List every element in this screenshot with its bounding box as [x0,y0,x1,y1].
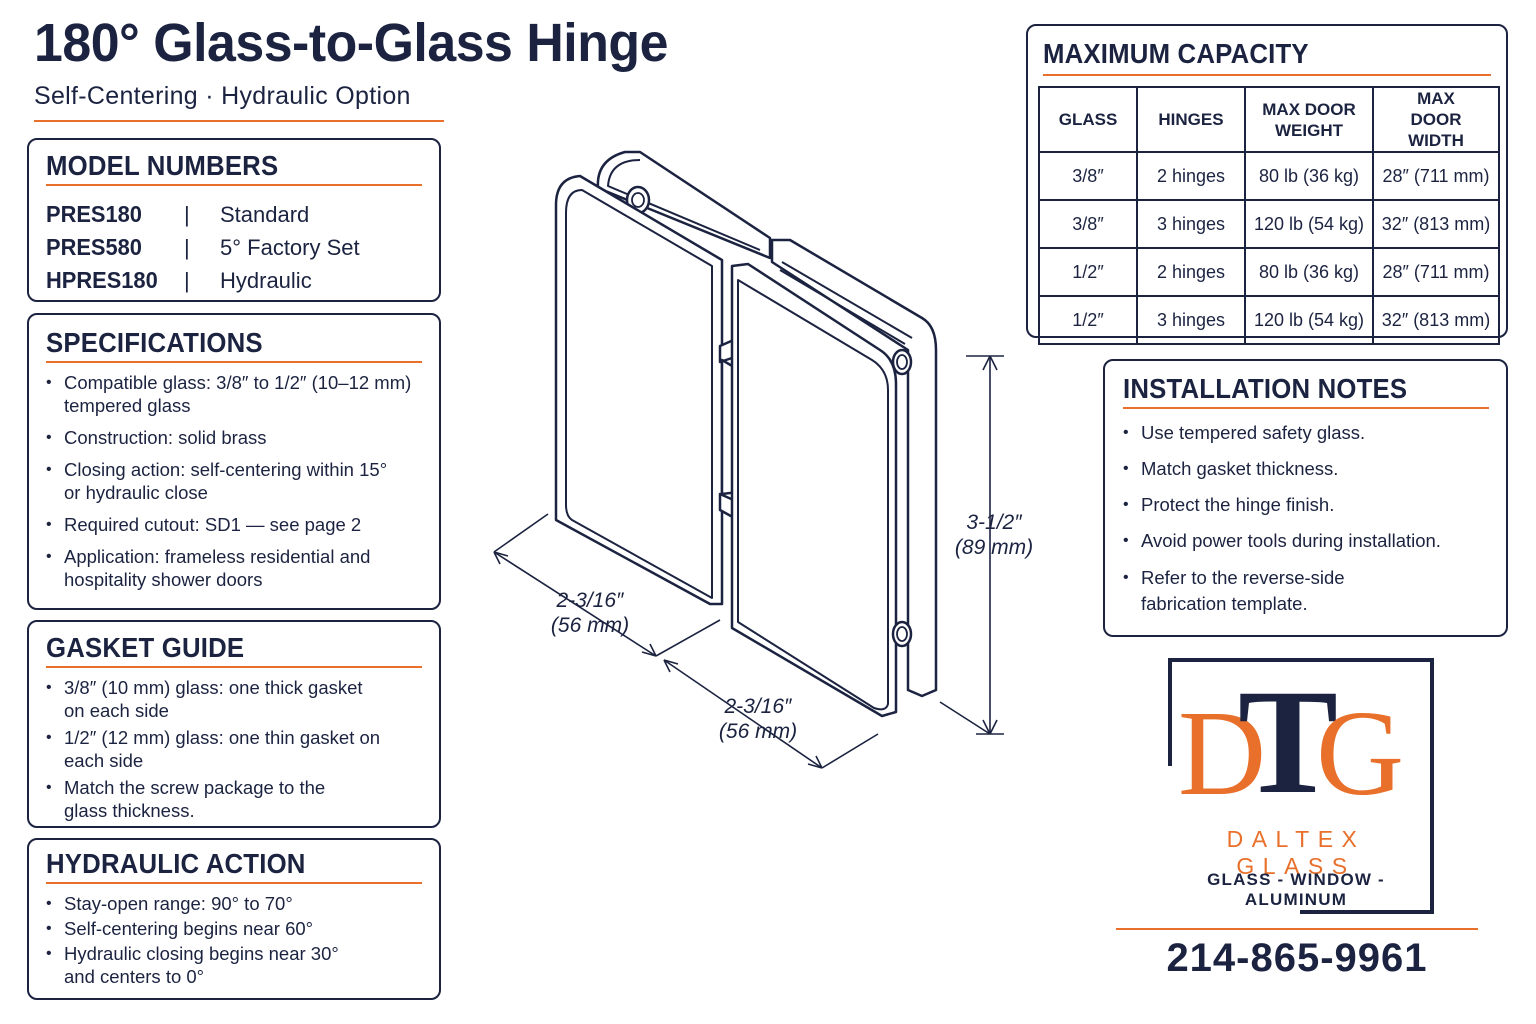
table-row: 3/8″ 2 hinges 80 lb (36 kg) 28″ (711 mm) [1038,151,1500,201]
table-cell: 32″ (813 mm) [1372,199,1500,249]
table-cell: 28″ (711 mm) [1372,151,1500,201]
gasket-item: 3/8″ (10 mm) glass: one thick gasket on … [46,676,384,722]
hydraulic-item: Self-centering begins near 60° [46,917,421,940]
model-row: PRES180 | Standard [46,198,421,231]
spec-item: Application: frameless residential and h… [46,545,394,591]
column-header-glass: GLASS [1038,86,1138,153]
table-cell: 28″ (711 mm) [1372,247,1500,297]
column-header-max-door-width: MAX DOOR WIDTH [1372,86,1500,153]
subtitle-divider [34,120,444,122]
model-description: Hydraulic [220,267,312,293]
installation-notes-heading: INSTALLATION NOTES [1123,373,1408,404]
logo-company-name: DALTEX GLASS [1226,826,1366,879]
capacity-header-row: GLASS HINGES MAX DOOR WEIGHT MAX DOOR WI… [1038,86,1500,153]
gasket-guide-list: 3/8″ (10 mm) glass: one thick gasket on … [46,676,421,822]
model-row: HPRES180 | Hydraulic [46,264,421,297]
model-code: PRES180 [46,201,142,227]
model-list: PRES180 | Standard PRES580 | 5° Factory … [46,198,421,297]
phone-number[interactable]: 214-865-9961 [1166,936,1428,980]
installation-item: Protect the hinge finish. [1123,493,1488,517]
gasket-item: Match the screw package to the glass thi… [46,776,354,822]
hydraulic-action-list: Stay-open range: 90° to 70° Self-centeri… [46,892,421,988]
column-header-max-door-weight: MAX DOOR WEIGHT [1244,86,1374,153]
model-separator: | [184,267,190,293]
hydraulic-item: Stay-open range: 90° to 70° [46,892,421,915]
model-code: PRES580 [46,234,142,260]
hydraulic-action-divider [46,882,422,884]
gasket-guide-panel: GASKET GUIDE 3/8″ (10 mm) glass: one thi… [27,620,441,828]
table-cell: 120 lb (54 kg) [1244,295,1374,345]
dimension-width-left: 2-3/16″ (56 mm) [550,589,630,637]
back-right-plate [770,238,938,698]
installation-notes-panel: INSTALLATION NOTES Use tempered safety g… [1103,359,1508,637]
spec-item: Closing action: self-centering within 15… [46,458,404,504]
model-description: Standard [220,201,310,227]
table-cell: 32″ (813 mm) [1372,295,1500,345]
page-subtitle: Self-Centering · Hydraulic Option [34,82,411,110]
model-numbers-divider [46,184,422,186]
installation-notes-list: Use tempered safety glass. Match gasket … [1123,421,1488,617]
model-row: PRES580 | 5° Factory Set [46,231,421,264]
model-numbers-heading: MODEL NUMBERS [46,150,279,181]
gasket-guide-heading: GASKET GUIDE [46,632,245,663]
installation-item: Refer to the reverse-side fabrication te… [1123,565,1401,617]
model-numbers-panel: MODEL NUMBERS PRES180 | Standard PRES580… [27,138,441,302]
table-cell: 120 lb (54 kg) [1244,199,1374,249]
model-separator: | [184,234,190,260]
table-cell: 2 hinges [1136,151,1246,201]
installation-notes-divider [1123,407,1489,409]
table-row: 1/2″ 3 hinges 120 lb (54 kg) 32″ (813 mm… [1038,295,1500,345]
table-row: 3/8″ 3 hinges 120 lb (54 kg) 32″ (813 mm… [1038,199,1500,249]
logo-letter-d: D [1178,686,1267,821]
hydraulic-item: Hydraulic closing begins near 30° and ce… [46,942,364,988]
capacity-table: GLASS HINGES MAX DOOR WEIGHT MAX DOOR WI… [1038,86,1500,345]
table-cell: 1/2″ [1038,295,1138,345]
spec-item: Construction: solid brass [46,426,421,449]
maximum-capacity-divider [1043,74,1491,76]
table-cell: 3/8″ [1038,151,1138,201]
installation-item: Match gasket thickness. [1123,457,1488,481]
table-cell: 3 hinges [1136,199,1246,249]
front-right-plate [730,262,913,718]
specifications-divider [46,361,422,363]
specifications-heading: SPECIFICATIONS [46,327,263,358]
table-cell: 80 lb (36 kg) [1244,247,1374,297]
table-cell: 2 hinges [1136,247,1246,297]
table-cell: 3/8″ [1038,199,1138,249]
specifications-list: Compatible glass: 3/8″ to 1/2″ (10–12 mm… [46,371,421,591]
gasket-guide-divider [46,666,422,668]
spec-item: Compatible glass: 3/8″ to 1/2″ (10–12 mm… [46,371,414,417]
logo-letter-t: T [1238,659,1339,825]
model-code: HPRES180 [46,267,158,293]
logo-frame [1168,658,1434,914]
spec-item: Required cutout: SD1 — see page 2 [46,513,421,536]
page-title: 180° Glass-to-Glass Hinge [34,13,668,73]
installation-item: Use tempered safety glass. [1123,421,1488,445]
model-separator: | [184,201,190,227]
table-cell: 1/2″ [1038,247,1138,297]
hydraulic-action-heading: HYDRAULIC ACTION [46,848,306,879]
table-row: 1/2″ 2 hinges 80 lb (36 kg) 28″ (711 mm) [1038,247,1500,297]
dimension-width-right: 2-3/16″ (56 mm) [718,695,798,743]
column-header-hinges: HINGES [1136,86,1246,153]
front-left-plate [554,174,724,606]
specifications-panel: SPECIFICATIONS Compatible glass: 3/8″ to… [27,313,441,610]
maximum-capacity-heading: MAXIMUM CAPACITY [1043,38,1309,69]
installation-item: Avoid power tools during installation. [1123,529,1488,553]
model-description: 5° Factory Set [220,234,360,260]
hydraulic-action-panel: HYDRAULIC ACTION Stay-open range: 90° to… [27,838,441,1000]
phone-divider [1116,928,1478,930]
back-left-plate [596,150,772,260]
gasket-item: 1/2″ (12 mm) glass: one thin gasket on e… [46,726,384,772]
hinge-knuckle [718,336,792,524]
table-cell: 3 hinges [1136,295,1246,345]
logo-tagline: GLASS - WINDOW - ALUMINUM [1207,870,1385,909]
maximum-capacity-panel: MAXIMUM CAPACITY GLASS HINGES MAX DOOR W… [1026,24,1508,345]
table-cell: 80 lb (36 kg) [1244,151,1374,201]
daltex-logo: D T G DALTEX GLASS GLASS - WINDOW - ALUM… [1168,658,1434,914]
logo-letter-g: G [1316,686,1405,821]
dimension-height: 3-1/2″ (89 mm) [954,511,1034,559]
